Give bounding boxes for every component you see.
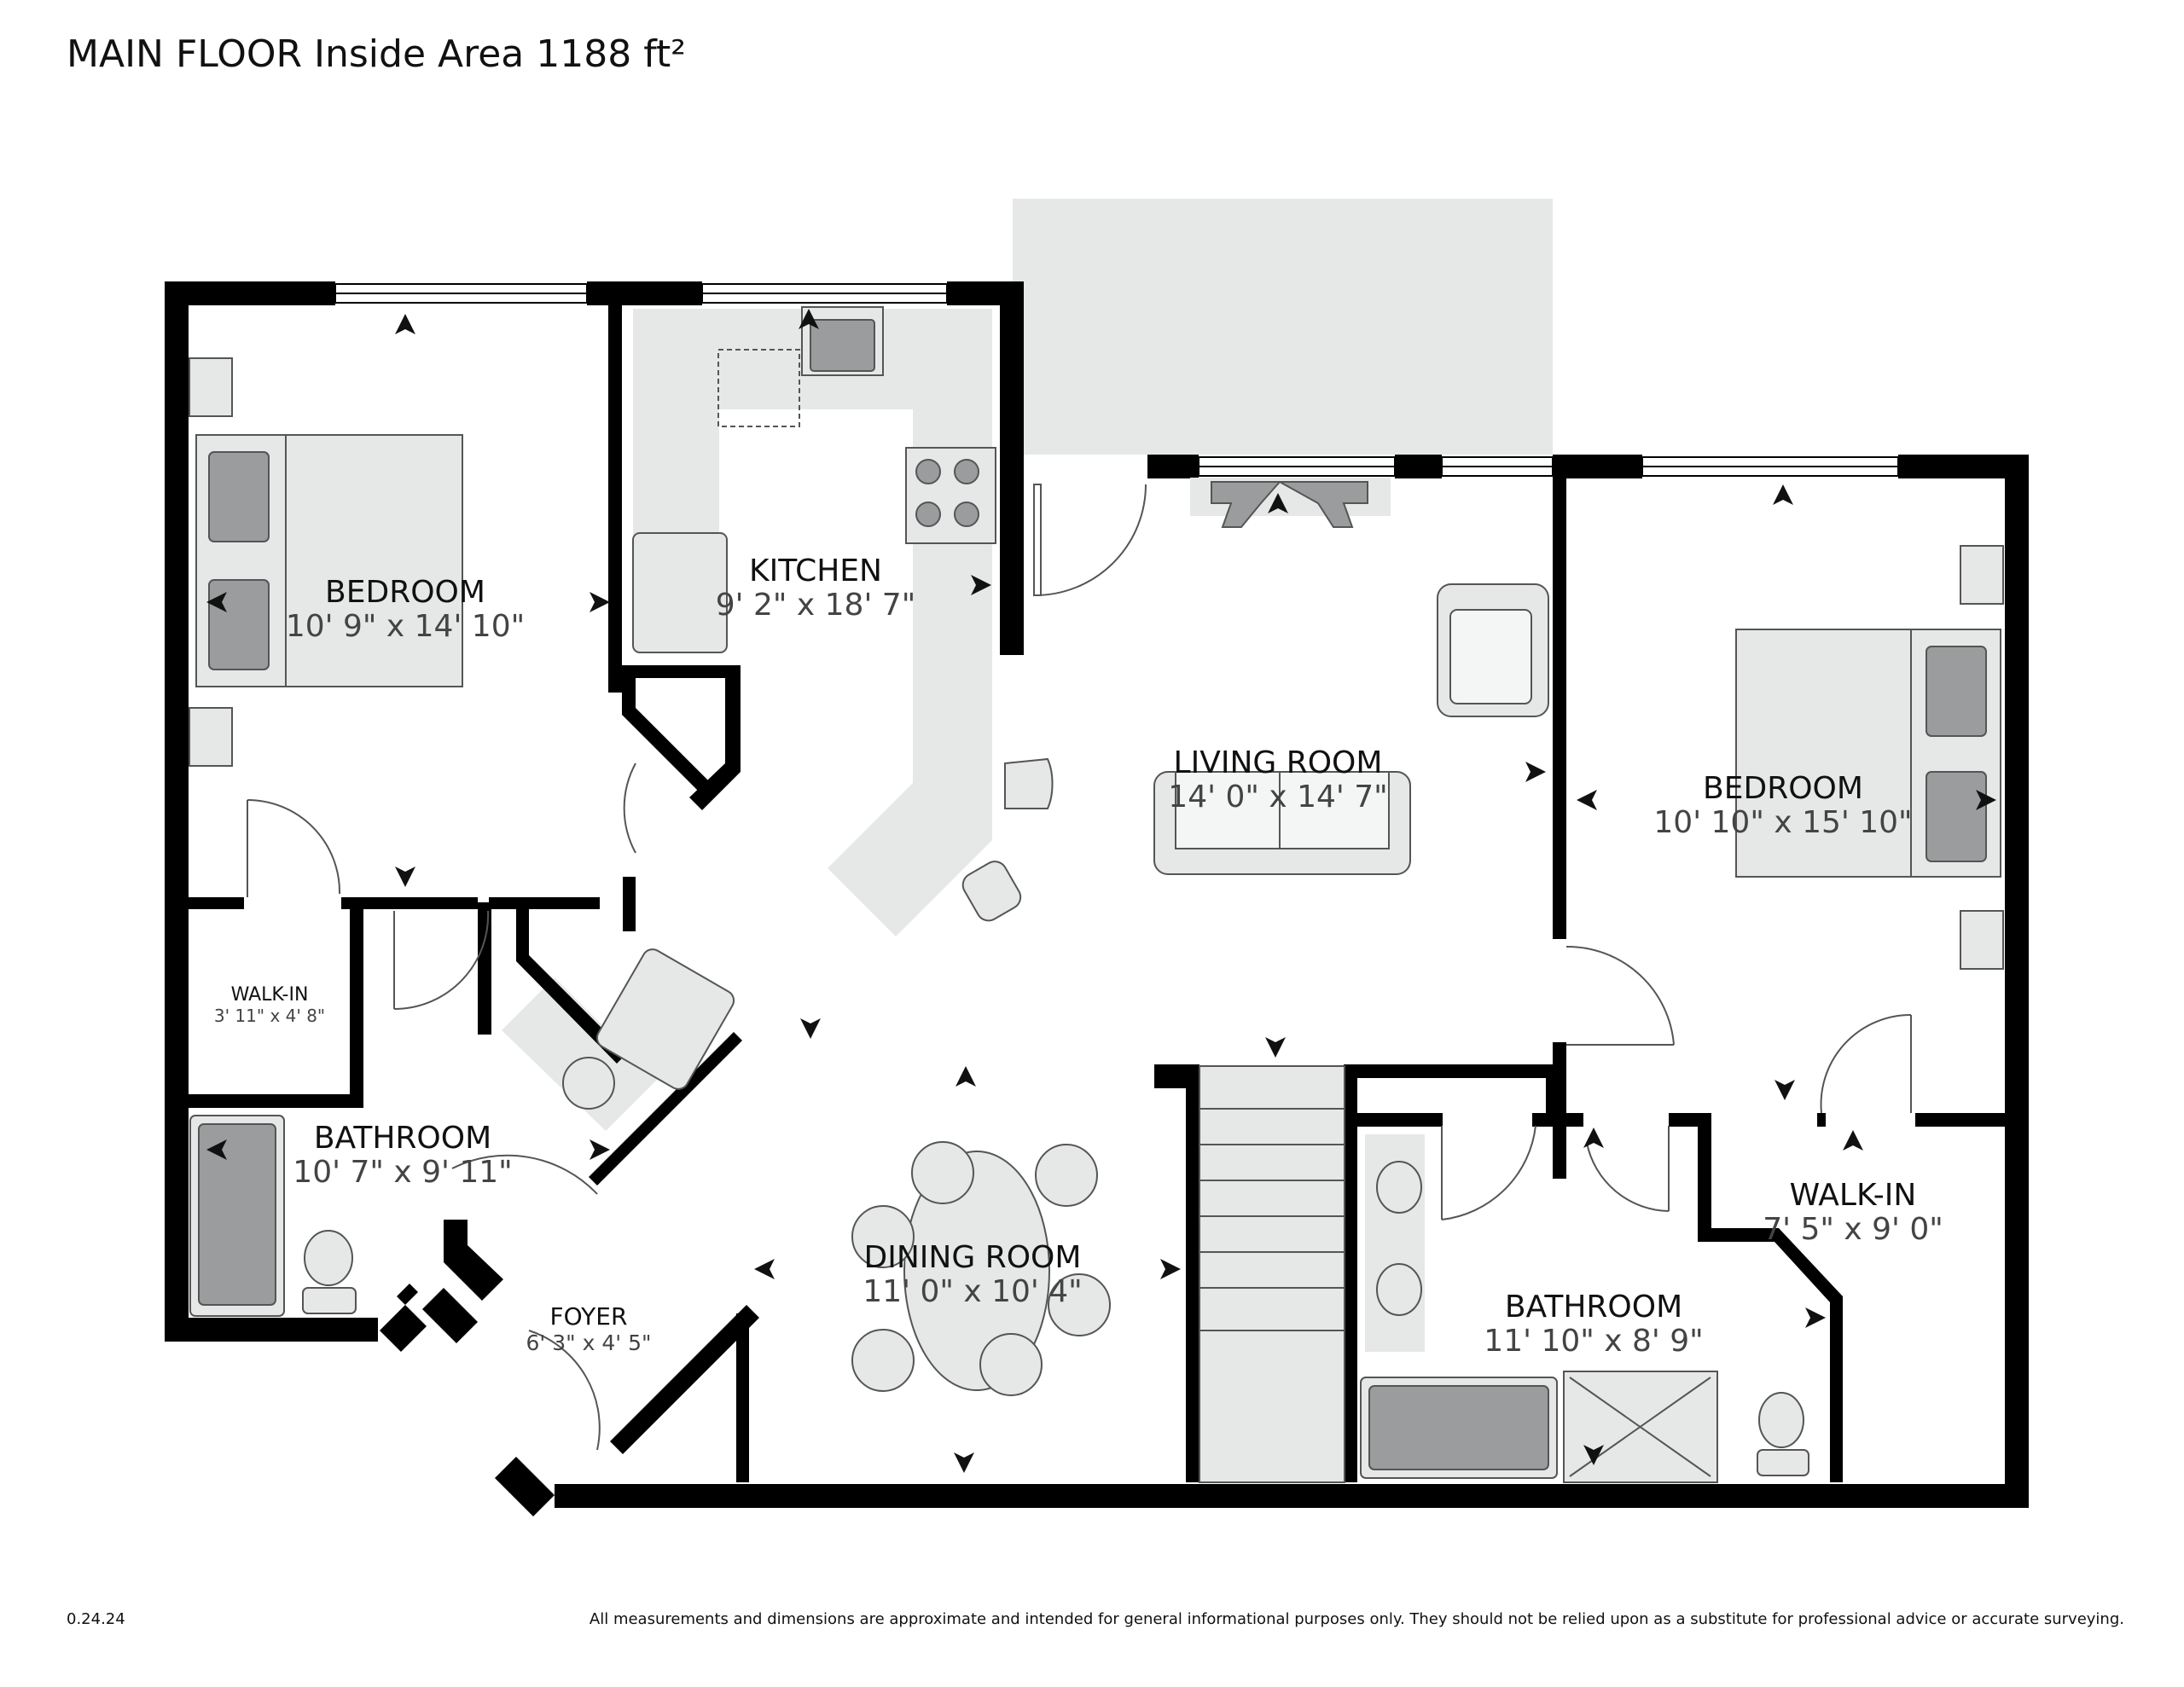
room-name: BEDROOM [1703,771,1863,806]
room-dims: 7' 5" x 9' 0" [1763,1212,1943,1247]
room-label-bathroom-left: BATHROOM 10' 7" x 9' 11" [293,1122,512,1190]
room-name: FOYER [549,1302,628,1330]
doors [247,484,1912,1451]
room-label-bedroom-right: BEDROOM 10' 10" x 15' 10" [1653,772,1912,840]
room-label-walkin-left: WALK-IN 3' 11" x 4' 8" [213,984,326,1027]
room-name: BATHROOM [1504,1290,1683,1325]
room-name: DINING ROOM [863,1240,1082,1275]
room-name: LIVING ROOM [1173,745,1383,780]
room-dims: 11' 0" x 10' 4" [863,1274,1083,1309]
room-dims: 6' 3" x 4' 5" [526,1330,652,1355]
windows [334,283,1992,478]
room-label-foyer: FOYER 6' 3" x 4' 5" [526,1303,652,1356]
vanity-left [502,977,657,1131]
room-dims: 10' 10" x 15' 10" [1653,805,1913,840]
stairs [1199,1065,1345,1483]
room-dims: 9' 2" x 18' 7" [715,588,916,623]
floor-title: MAIN FLOOR Inside Area 1188 ft² [67,32,686,76]
room-name: WALK-IN [230,984,309,1006]
room-dims: 14' 0" x 14' 7" [1168,780,1388,815]
room-name: BEDROOM [325,575,485,610]
room-name: KITCHEN [748,554,882,588]
room-label-dining-room: DINING ROOM 11' 0" x 10' 4" [863,1241,1082,1309]
room-label-kitchen: KITCHEN 9' 2" x 18' 7" [716,554,916,623]
furniture [189,306,2004,1483]
room-label-walkin-right: WALK-IN 7' 5" x 9' 0" [1763,1179,1943,1247]
room-dims: 11' 10" x 8' 9" [1484,1324,1704,1359]
room-dims: 10' 7" x 9' 11" [293,1155,513,1190]
room-label-bathroom-right: BATHROOM 11' 10" x 8' 9" [1484,1290,1703,1359]
room-label-bedroom-left: BEDROOM 10' 9" x 14' 10" [286,576,525,644]
room-dims: 10' 9" x 14' 10" [285,609,526,644]
version-label: 0.24.24 [67,1610,125,1628]
walls [165,281,2029,1516]
kitchen-counter [633,309,992,571]
room-dims: 3' 11" x 4' 8" [213,1006,326,1026]
balcony [1013,199,1553,455]
room-label-living-room: LIVING ROOM 14' 0" x 14' 7" [1168,746,1387,815]
room-name: WALK-IN [1789,1178,1917,1213]
disclaimer-text: All measurements and dimensions are appr… [589,1610,2124,1628]
direction-arrows [206,309,1996,1473]
room-name: BATHROOM [313,1121,492,1156]
